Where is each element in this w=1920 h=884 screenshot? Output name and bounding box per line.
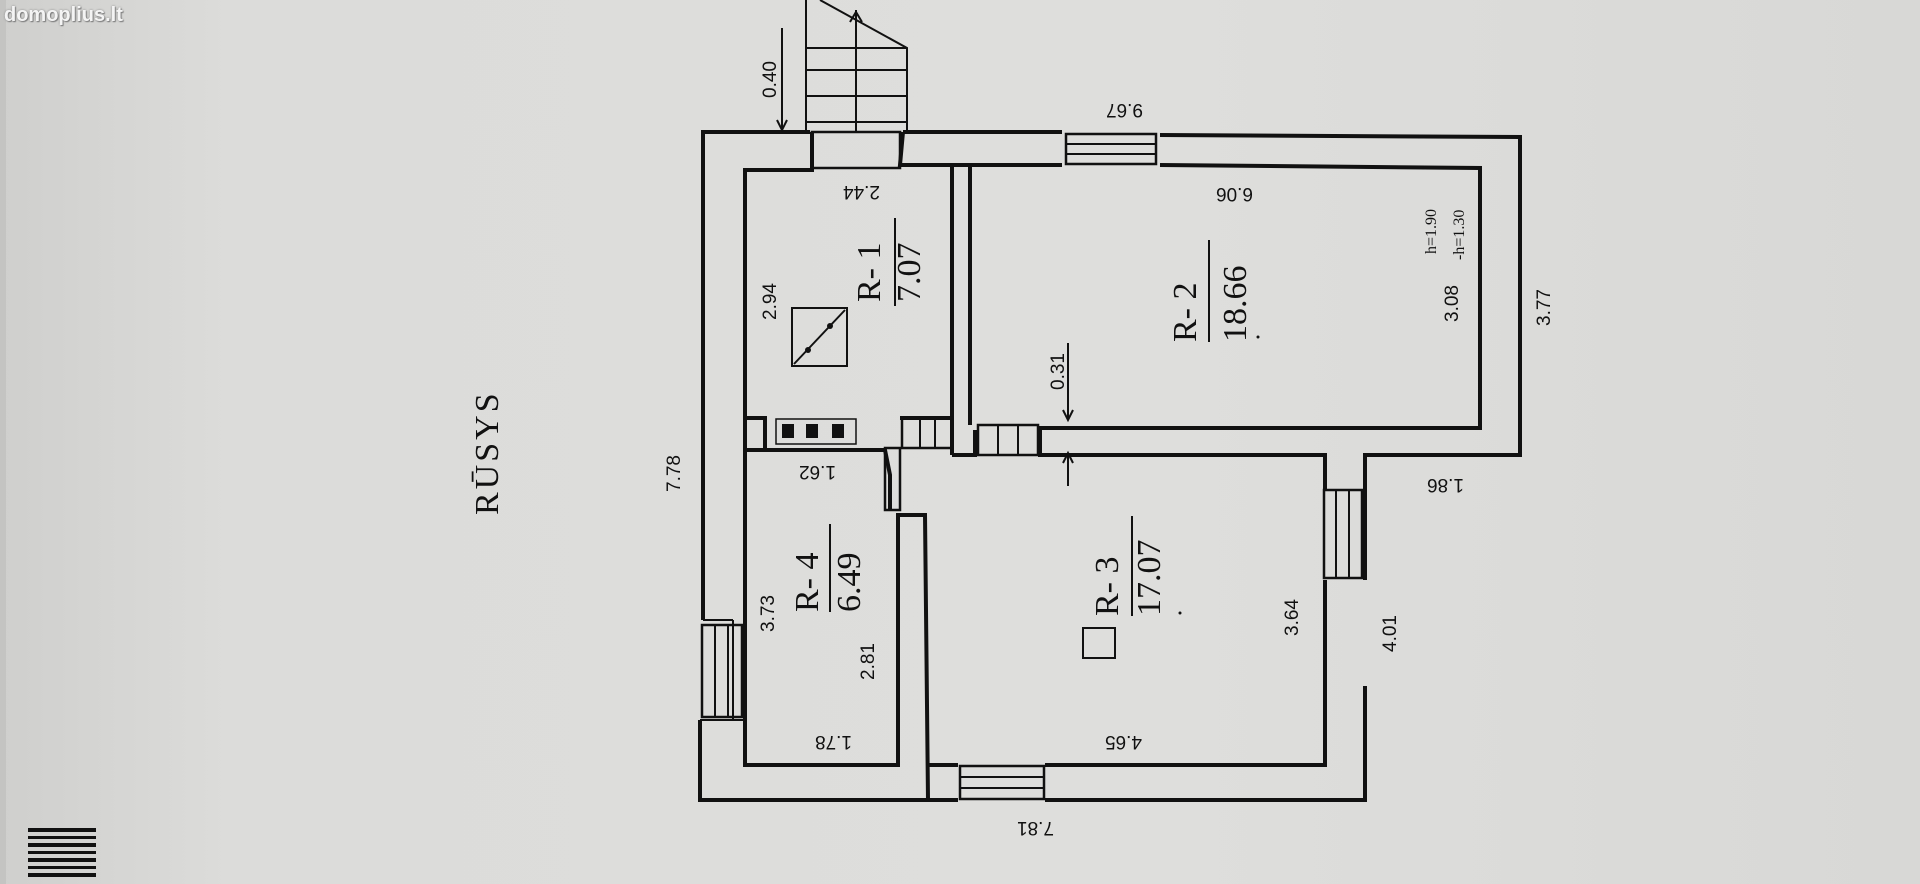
room-r4-area: 6.49 bbox=[831, 553, 868, 613]
room-r3: R- 3 17.07 bbox=[1089, 516, 1168, 616]
dimensions-inverted: 9.67 2.44 6.06 1.62 1.86 1.78 4.65 7.81 bbox=[799, 99, 1464, 838]
room-r4-label: R- 4 bbox=[789, 553, 826, 613]
watermark: domoplius.lt bbox=[4, 4, 123, 26]
dim-r1-width: 2.44 bbox=[843, 181, 880, 202]
room-r2: R- 2 18.66 bbox=[1167, 240, 1254, 342]
boiler-symbol bbox=[791, 307, 848, 367]
window-bottom bbox=[958, 764, 1046, 801]
dim-r1-height: 2.94 bbox=[760, 283, 781, 320]
dim-r3-height: 3.64 bbox=[1282, 599, 1303, 636]
inner-walls bbox=[743, 131, 1482, 801]
dim-r2-width: 6.06 bbox=[1216, 183, 1253, 204]
room-r2-label: R- 2 bbox=[1167, 283, 1204, 343]
height-h1: h=1.90 bbox=[1423, 209, 1440, 254]
dim-wall-gap: 0.31 bbox=[1048, 353, 1069, 390]
room-r2-area: 18.66 bbox=[1217, 266, 1254, 343]
dim-r2-height: 3.08 bbox=[1442, 285, 1463, 322]
window-top bbox=[1064, 132, 1158, 166]
door-r4-r3 bbox=[883, 446, 902, 512]
barcode bbox=[28, 828, 96, 877]
room-r4: R- 4 6.49 bbox=[789, 524, 868, 612]
dimensions-vertical: 0.40 2.94 3.08 3.77 0.31 7.78 3.73 2.81 … bbox=[664, 61, 1555, 680]
dim-right-outer: 3.77 bbox=[1534, 289, 1555, 326]
door-top bbox=[810, 130, 902, 170]
outer-walls bbox=[698, 130, 1522, 802]
dim-stair-offset: 0.40 bbox=[760, 61, 781, 98]
room-r1-label: R- 1 bbox=[851, 243, 888, 303]
marker-square bbox=[1082, 627, 1116, 659]
dim-step-width: 1.86 bbox=[1427, 474, 1464, 495]
dim-r4-inner: 2.81 bbox=[858, 643, 879, 680]
door-r2-r3 bbox=[976, 423, 1040, 457]
dim-top-outer: 9.67 bbox=[1106, 99, 1143, 120]
stove-symbol bbox=[775, 418, 857, 445]
dim-left-outer: 7.78 bbox=[664, 455, 685, 492]
page-edge bbox=[0, 0, 6, 884]
dim-r4-bottom: 1.78 bbox=[815, 731, 852, 752]
room-r1: R- 1 7.07 bbox=[851, 218, 928, 306]
window-right bbox=[1322, 488, 1364, 580]
room-r3-area: 17.07 bbox=[1131, 540, 1168, 617]
dim-bottom-outer: 7.81 bbox=[1017, 817, 1054, 838]
stairs bbox=[805, 0, 908, 132]
dim-r4-top: 1.62 bbox=[799, 461, 836, 482]
room-r3-label: R- 3 bbox=[1089, 557, 1126, 617]
room-r1-area: 7.07 bbox=[891, 243, 928, 303]
window-left bbox=[700, 623, 744, 719]
dim-r3-bottom: 4.65 bbox=[1105, 731, 1142, 752]
windows bbox=[700, 130, 1364, 801]
dim-r4-height: 3.73 bbox=[758, 595, 779, 632]
dim-r3-right-outer: 4.01 bbox=[1380, 615, 1401, 652]
height-h2: -h=1.30 bbox=[1451, 210, 1468, 260]
plan-title: RŪSYS bbox=[469, 390, 506, 515]
door-r1-r3 bbox=[900, 416, 954, 450]
